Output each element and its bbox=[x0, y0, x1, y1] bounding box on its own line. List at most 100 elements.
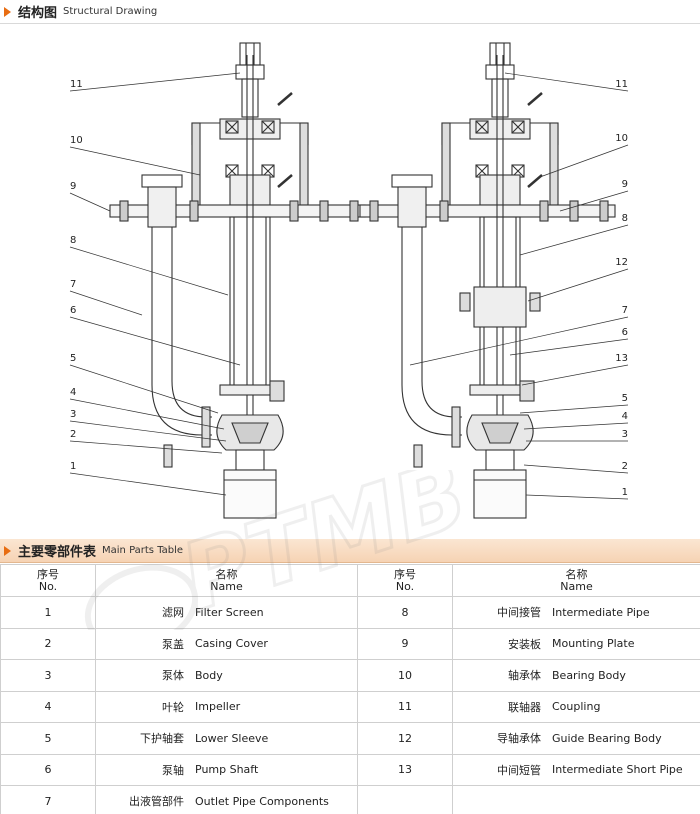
part-name-cn: 出液管部件 bbox=[129, 795, 184, 809]
part-name-en: Casing Cover bbox=[195, 637, 268, 651]
drawing-part-label: 6 bbox=[622, 327, 628, 338]
part-name: 中间短管 Intermediate Short Pipe bbox=[452, 753, 700, 786]
part-name-cn: 中间短管 bbox=[497, 763, 541, 777]
drawing-part-label: 11 bbox=[70, 79, 83, 90]
section-title-cn: 结构图 bbox=[18, 6, 58, 21]
drawing-part-label: 12 bbox=[615, 257, 628, 268]
drawing-part-label: 9 bbox=[70, 181, 76, 192]
part-name-en: Coupling bbox=[552, 700, 601, 714]
part-name-en: Intermediate Short Pipe bbox=[552, 763, 683, 777]
part-number: 10 bbox=[357, 659, 453, 692]
part-name: 泵盖 Casing Cover bbox=[95, 627, 358, 660]
part-name-en: Pump Shaft bbox=[195, 763, 259, 777]
main-parts-table-header: 主要零部件表 Main Parts Table bbox=[0, 539, 700, 563]
drawing-part-label: 3 bbox=[70, 409, 76, 420]
part-name-en: Lower Sleeve bbox=[195, 731, 269, 745]
part-name: 滤网 Filter Screen bbox=[95, 596, 358, 629]
part-number: 11 bbox=[357, 690, 453, 723]
part-number: 8 bbox=[357, 596, 453, 629]
table-row: 2 泵盖 Casing Cover 9 安装板 Mounting Plate bbox=[0, 627, 700, 660]
part-name-cn: 轴承体 bbox=[508, 669, 541, 683]
drawing-part-label: 5 bbox=[622, 393, 628, 404]
part-name-en: Bearing Body bbox=[552, 668, 626, 682]
table-row: 7 出液管部件 Outlet Pipe Components bbox=[0, 785, 700, 814]
part-number: 12 bbox=[357, 722, 453, 755]
drawing-part-label: 4 bbox=[622, 411, 628, 422]
drawing-part-label: 1 bbox=[70, 461, 76, 472]
table-row: 5 下护轴套 Lower Sleeve 12 导轴承体 Guide Bearing Bod… bbox=[0, 722, 700, 755]
part-name-cn: 滤网 bbox=[162, 606, 184, 620]
part-name: 安装板 Mounting Plate bbox=[452, 627, 700, 660]
part-name-en: Outlet Pipe Components bbox=[195, 794, 329, 808]
drawing-part-label: 9 bbox=[622, 179, 628, 190]
part-number: 5 bbox=[0, 722, 96, 755]
part-name-en: Filter Screen bbox=[195, 605, 264, 619]
part-name: 联轴器 Coupling bbox=[452, 690, 700, 723]
part-number: 9 bbox=[357, 627, 453, 660]
part-name: 泵体 Body bbox=[95, 659, 358, 692]
part-name-en: Intermediate Pipe bbox=[552, 605, 650, 619]
drawing-part-label: 4 bbox=[70, 387, 76, 398]
part-name-cn: 导轴承体 bbox=[497, 732, 541, 746]
drawing-part-label: 6 bbox=[70, 305, 76, 316]
drawing-part-label: 10 bbox=[615, 133, 628, 144]
structural-drawing-header: 结构图 Structural Drawing bbox=[0, 0, 700, 24]
part-name: 出液管部件 Outlet Pipe Components bbox=[95, 785, 358, 814]
part-number: 13 bbox=[357, 753, 453, 786]
drawing-part-label: 10 bbox=[70, 135, 83, 146]
part-name-cn: 叶轮 bbox=[162, 700, 184, 714]
drawing-part-label: 2 bbox=[622, 461, 628, 472]
chevron-right-icon bbox=[4, 545, 13, 557]
drawing-part-label: 7 bbox=[70, 279, 76, 290]
part-name-cn: 泵轴 bbox=[162, 763, 184, 777]
table-row: 6 泵轴 Pump Shaft 13 中间短管 Intermediate Short Pi… bbox=[0, 753, 700, 786]
part-name-cn: 泵体 bbox=[162, 669, 184, 683]
part-name: 泵轴 Pump Shaft bbox=[95, 753, 358, 786]
drawing-part-label: 8 bbox=[622, 213, 628, 224]
drawing-part-label: 11 bbox=[615, 79, 628, 90]
table-row: 1 滤网 Filter Screen 8 中间接管 Intermediate Pipe bbox=[0, 596, 700, 629]
part-number: 3 bbox=[0, 659, 96, 692]
part-number: 1 bbox=[0, 596, 96, 629]
chevron-right-icon bbox=[4, 6, 13, 18]
drawing-part-label: 7 bbox=[622, 305, 628, 316]
table-row: 4 叶轮 Impeller 11 联轴器 Coupling bbox=[0, 690, 700, 723]
part-name-cn: 中间接管 bbox=[497, 606, 541, 620]
part-number: 2 bbox=[0, 627, 96, 660]
drawing-part-label: 13 bbox=[615, 353, 628, 364]
part-number: 7 bbox=[0, 785, 96, 814]
part-name: 轴承体 Bearing Body bbox=[452, 659, 700, 692]
part-name-cn: 安装板 bbox=[508, 637, 541, 651]
part-number: 6 bbox=[0, 753, 96, 786]
part-name-cn: 联轴器 bbox=[508, 700, 541, 714]
section-title-cn: 主要零部件表 bbox=[18, 545, 97, 560]
table-row: 3 泵体 Body 10 轴承体 Bearing Body bbox=[0, 659, 700, 692]
drawing-part-label: 3 bbox=[622, 429, 628, 440]
part-name-en: Impeller bbox=[195, 700, 241, 714]
part-name-cn: 下护轴套 bbox=[140, 732, 184, 746]
part-name-en: Mounting Plate bbox=[552, 637, 635, 651]
drawing-part-label: 2 bbox=[70, 429, 76, 440]
part-name: 叶轮 Impeller bbox=[95, 690, 358, 723]
drawing-part-label: 5 bbox=[70, 353, 76, 364]
section-title-en: Main Parts Table bbox=[102, 545, 184, 556]
part-name: 中间接管 Intermediate Pipe bbox=[452, 596, 700, 629]
part-name-en: Body bbox=[195, 668, 223, 682]
part-name-cn: 泵盖 bbox=[162, 637, 184, 651]
part-name-en: Guide Bearing Body bbox=[552, 731, 662, 745]
drawing-part-label: 8 bbox=[70, 235, 76, 246]
part-name: 导轴承体 Guide Bearing Body bbox=[452, 722, 700, 755]
part-number bbox=[357, 785, 453, 814]
section-title-en: Structural Drawing bbox=[63, 6, 158, 17]
part-name: 下护轴套 Lower Sleeve bbox=[95, 722, 358, 755]
part-name bbox=[452, 785, 700, 814]
part-number: 4 bbox=[0, 690, 96, 723]
drawing-part-label: 1 bbox=[622, 487, 628, 498]
